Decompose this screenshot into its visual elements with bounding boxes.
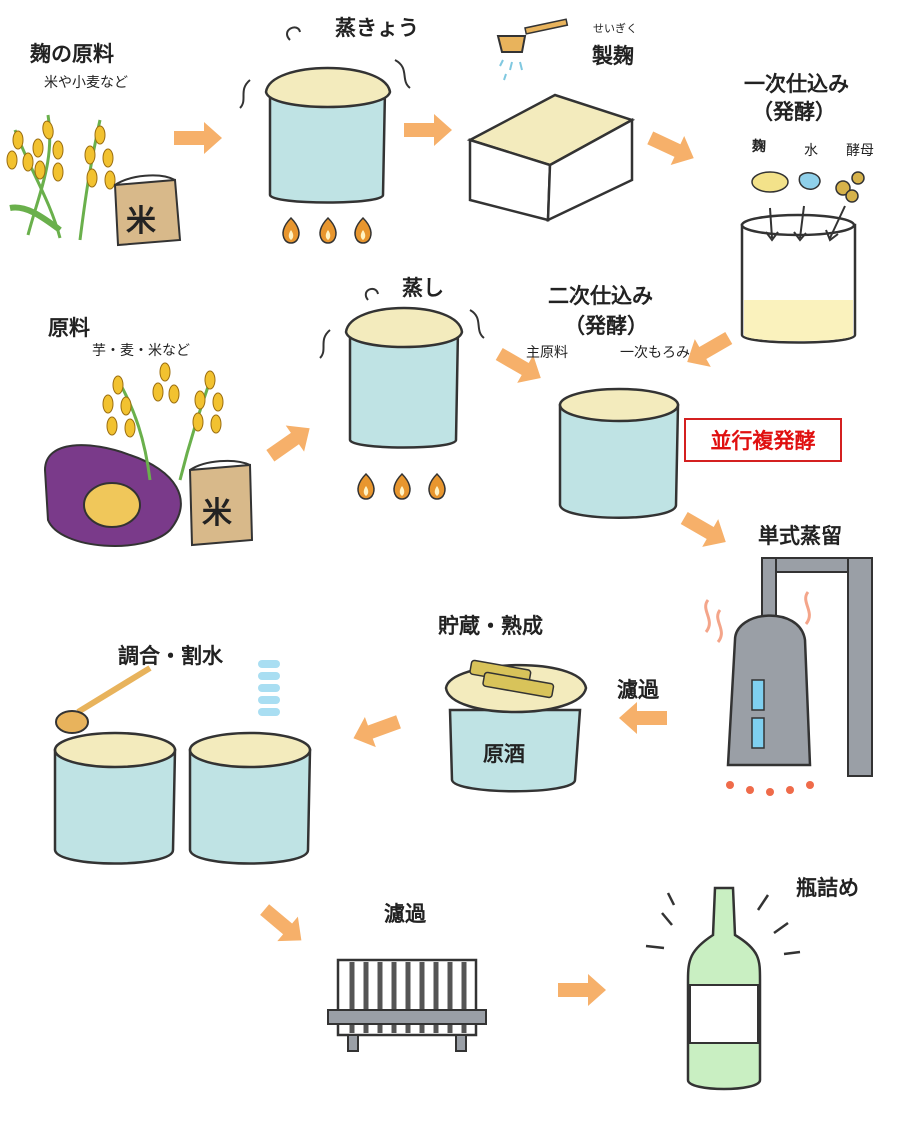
step-title-filter1: 濾過: [617, 678, 659, 702]
step-sub-raw: 芋・麦・米など: [92, 343, 190, 359]
steaming-pot-icon: [239, 26, 411, 204]
step-title-steam1: 蒸きょう: [335, 16, 419, 40]
input-main-material: 主原料: [526, 345, 568, 361]
storage-jar-icon: [444, 659, 588, 793]
wheat-icon: [6, 114, 116, 241]
flow-arrow-icon: [404, 114, 452, 146]
step-title-koji-raw: 麹の原料: [30, 42, 114, 66]
flow-arrow-icon: [347, 706, 405, 754]
flow-arrow-icon: [261, 415, 319, 469]
rice-bag-glyph: 米: [126, 204, 156, 239]
flow-arrow-icon: [558, 974, 606, 1006]
ladle-icon: [55, 665, 152, 734]
step-title-second-mash: 二次仕込み: [548, 284, 653, 308]
input-first-moromi: 一次もろみ: [620, 345, 690, 361]
sweet-potato-icon: [43, 444, 182, 547]
koji-tray-icon: [466, 93, 636, 223]
fermentation-tank-icon: [188, 731, 312, 865]
ingredient-koji: 麹: [752, 139, 766, 155]
fermentation-tank-icon: [558, 387, 680, 519]
flow-arrow-icon: [174, 122, 222, 154]
bottle-icon: [645, 886, 801, 1091]
step-ruby-koji-making: せいぎく: [593, 22, 638, 35]
step-title-koji-making: 製麹: [592, 44, 634, 68]
parallel-fermentation-badge: 並行複発酵: [684, 418, 842, 462]
flame-icon: [282, 217, 372, 244]
rice-bag-icon: [188, 459, 254, 547]
ingredient-water: 水: [804, 143, 818, 159]
flow-arrow-icon: [254, 897, 312, 953]
rice-bag-icon: [113, 174, 182, 247]
flow-arrow-icon: [643, 123, 701, 173]
step-title-steam2: 蒸し: [402, 276, 444, 300]
pot-still-icon: [704, 557, 873, 796]
measuring-scoop-icon: [496, 18, 569, 81]
flame-icon: [357, 473, 446, 500]
fermentation-tank-icon: [53, 731, 177, 865]
fermentation-tank-icon: [740, 171, 865, 344]
flow-arrow-icon: [676, 504, 734, 556]
step-title-blend: 調合・割水: [118, 644, 223, 668]
step-title-filter2: 濾過: [384, 902, 426, 926]
step-title-storage: 貯蔵・熟成: [438, 614, 543, 638]
water-drop-icon: [258, 660, 280, 716]
step-title-bottling: 瓶詰め: [796, 876, 859, 900]
rice-bag-glyph: 米: [202, 496, 232, 531]
step-title-raw: 原料: [48, 316, 90, 340]
steaming-pot-icon: [319, 287, 485, 449]
step-sub-first-mash: （発酵）: [752, 100, 836, 124]
ingredient-yeast: 酵母: [846, 143, 874, 159]
wheat-icon: [102, 362, 224, 481]
storage-content-label: 原酒: [483, 742, 525, 766]
flow-arrow-icon: [619, 702, 667, 734]
step-sub-second-mash: （発酵）: [564, 314, 648, 338]
filter-press-icon: [327, 958, 487, 1052]
step-title-distill: 単式蒸留: [758, 524, 842, 548]
step-title-first-mash: 一次仕込み: [744, 72, 849, 96]
step-sub-koji-raw: 米や小麦など: [44, 75, 128, 91]
